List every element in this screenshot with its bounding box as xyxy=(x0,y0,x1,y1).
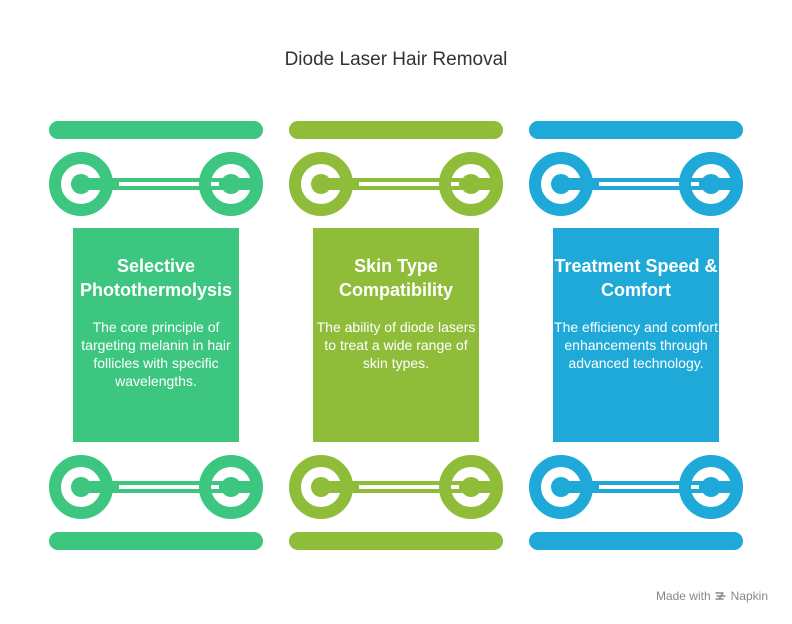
pillar-frame xyxy=(289,121,503,550)
napkin-logo-icon xyxy=(714,590,727,602)
top-capital-volute-ring xyxy=(289,152,353,216)
pillar-heading: Selective Photothermolysis xyxy=(79,256,233,300)
top-capital-volute-ring xyxy=(529,152,593,216)
bottom-capital-volute-ring xyxy=(289,455,353,519)
bottom-capital-volute-ring xyxy=(529,455,593,519)
top-slab xyxy=(49,121,263,139)
bottom-capital-volute-center xyxy=(701,477,721,497)
top-capital-volute-center xyxy=(71,174,91,194)
top-capital-connector-gap xyxy=(359,182,459,186)
top-capital-volute-center xyxy=(221,174,241,194)
pillar-selective-photothermolysis: Selective Photothermolysis The core prin… xyxy=(49,0,289,624)
top-slab xyxy=(289,121,503,139)
top-capital-volute-center xyxy=(461,174,481,194)
pillar-shaft xyxy=(553,228,719,442)
bottom-capital-connector-gap xyxy=(599,485,699,489)
bottom-slab xyxy=(289,532,503,550)
bottom-capital-volute-ring xyxy=(679,455,743,519)
bottom-capital-volute-center xyxy=(71,477,91,497)
bottom-slab xyxy=(49,532,263,550)
bottom-capital-connector-gap xyxy=(359,485,459,489)
made-with-label: Made with xyxy=(655,589,711,603)
bottom-capital-connector-gap xyxy=(119,485,219,489)
pillar-treatment-speed-comfort: Treatment Speed & Comfort The efficiency… xyxy=(529,0,769,624)
diagram-title: Diode Laser Hair Removal xyxy=(284,49,508,70)
bottom-capital-volute-center xyxy=(221,477,241,497)
top-capital-volute-ring xyxy=(439,152,503,216)
bottom-capital-volute-center xyxy=(311,477,331,497)
top-capital-volute-ring xyxy=(49,152,113,216)
top-capital-connector-gap xyxy=(599,182,699,186)
top-capital-volute-ring xyxy=(679,152,743,216)
pillar-skin-type-compatibility: Skin Type Compatibility The ability of d… xyxy=(289,0,529,624)
top-capital-volute-center xyxy=(311,174,331,194)
bottom-slab xyxy=(529,532,743,550)
pillar-frame xyxy=(529,121,743,550)
bottom-capital-volute-center xyxy=(461,477,481,497)
pillar-description: The ability of diode lasers to treat a w… xyxy=(316,319,476,371)
top-capital-connector-gap xyxy=(119,182,219,186)
made-with-napkin[interactable]: Made with Napkin xyxy=(656,589,768,603)
top-slab xyxy=(529,121,743,139)
napkin-brand: Napkin xyxy=(730,589,768,603)
pillar-shaft xyxy=(73,228,239,442)
pillar-description: The efficiency and comfort enhancements … xyxy=(554,319,718,371)
bottom-capital-volute-ring xyxy=(49,455,113,519)
pillar-frame xyxy=(49,121,263,550)
bottom-capital-volute-ring xyxy=(199,455,263,519)
pillar-description: The core principle of targeting melanin … xyxy=(81,319,231,389)
bottom-capital-volute-ring xyxy=(439,455,503,519)
pillar-heading: Treatment Speed & Comfort xyxy=(554,256,718,300)
top-capital-volute-center xyxy=(701,174,721,194)
pillar-heading: Skin Type Compatibility xyxy=(338,256,453,300)
bottom-capital-volute-center xyxy=(551,477,571,497)
top-capital-volute-center xyxy=(551,174,571,194)
pillar-shaft xyxy=(313,228,479,442)
top-capital-volute-ring xyxy=(199,152,263,216)
